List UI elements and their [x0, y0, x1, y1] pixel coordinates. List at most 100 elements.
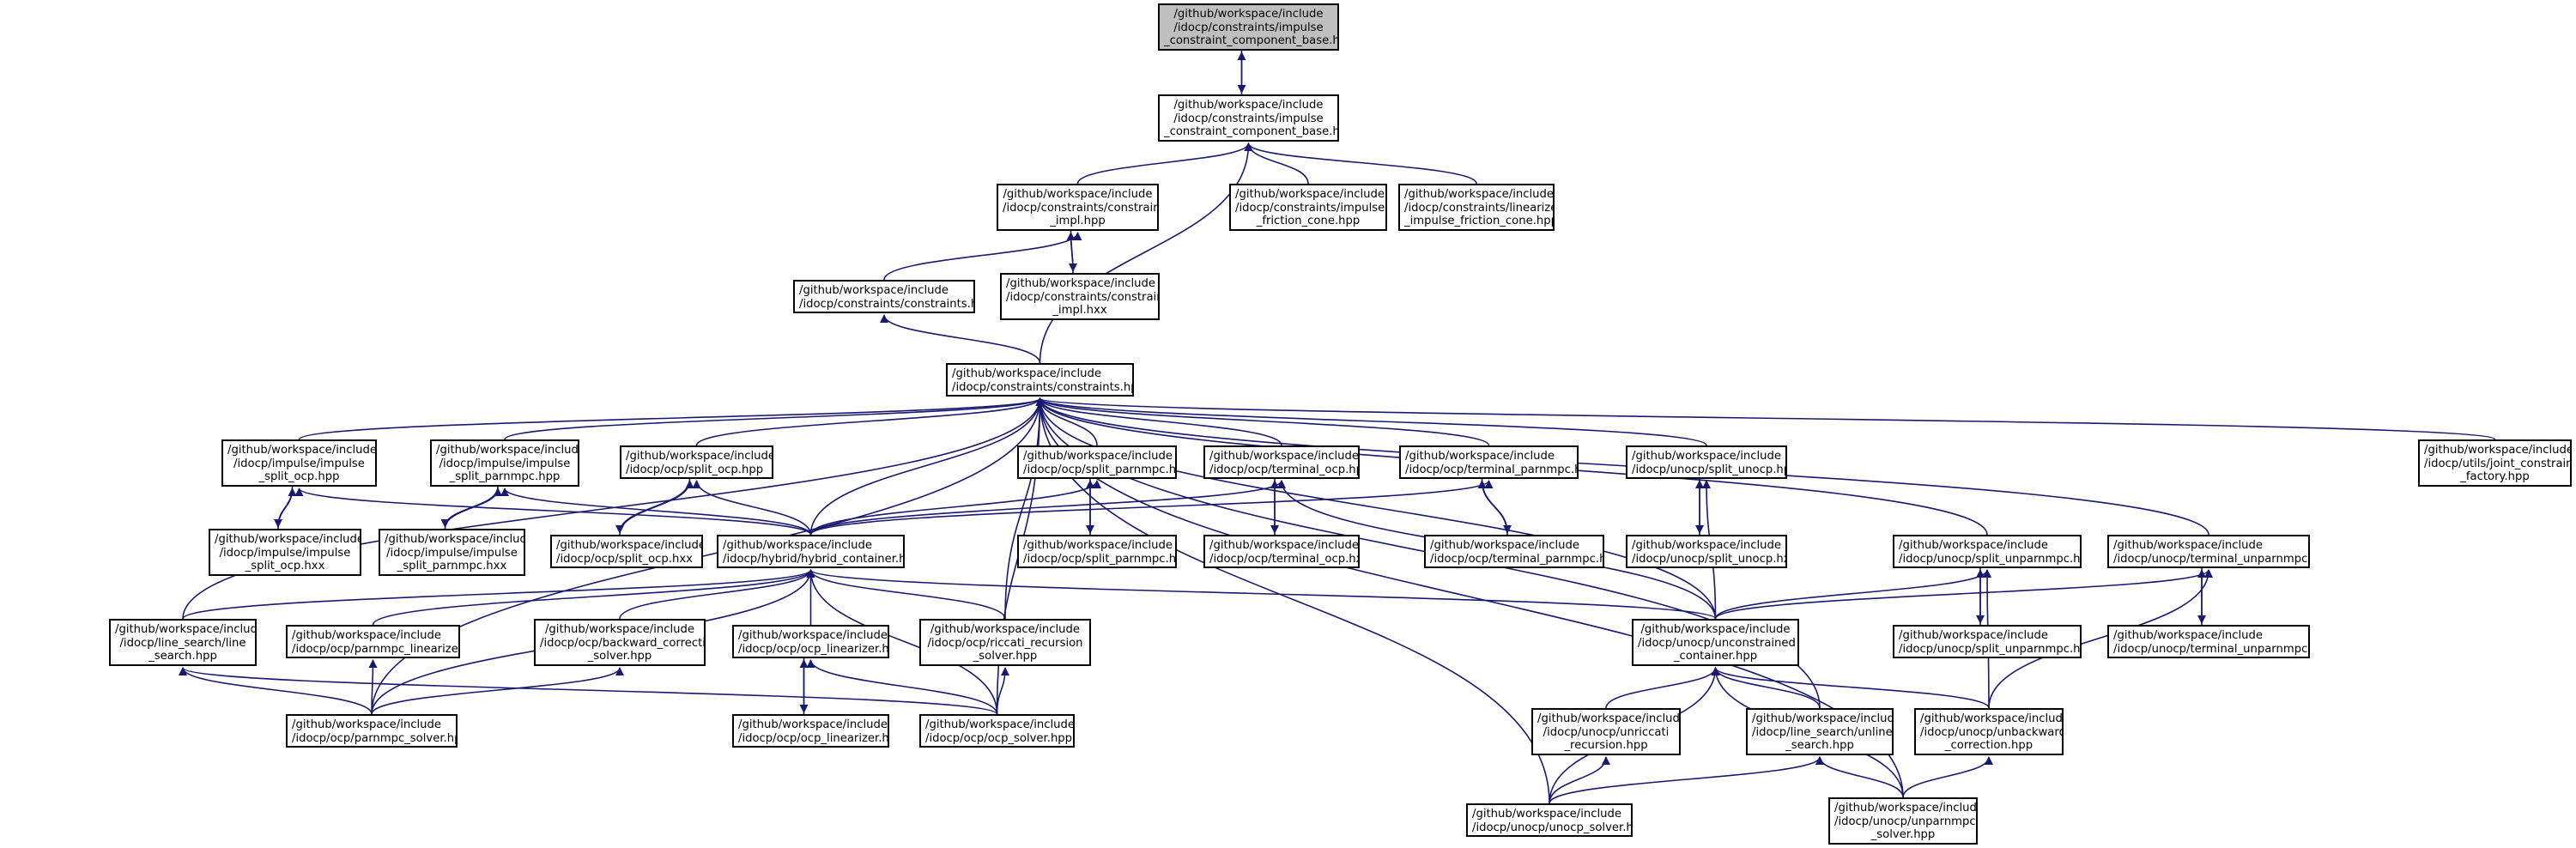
- file-path-line: /github/workspace/include: [738, 629, 888, 642]
- file-path-line: /github/workspace/include: [1899, 539, 2049, 552]
- dependency-edge-n8-to-n2: [1039, 142, 1253, 364]
- file-node-n14[interactable]: /github/workspace/include/idocp/ocp/term…: [1399, 445, 1579, 479]
- dependency-edge-n35-to-n29: [179, 667, 373, 715]
- file-path-line: /github/workspace/include: [1405, 450, 1555, 463]
- file-node-n30[interactable]: /github/workspace/include/idocp/ocp/parn…: [286, 625, 460, 658]
- file-node-n15[interactable]: /github/workspace/include/idocp/unocp/sp…: [1626, 445, 1787, 479]
- file-node-n36[interactable]: /github/workspace/include/idocp/ocp/ocp_…: [732, 714, 889, 748]
- file-node-n11[interactable]: /github/workspace/include/idocp/ocp/spli…: [620, 445, 773, 479]
- file-node-n17[interactable]: /github/workspace/include/idocp/impulse/…: [209, 529, 361, 576]
- dependency-edge-n3-to-n2: [1076, 142, 1253, 185]
- file-node-n26[interactable]: /github/workspace/include/idocp/unocp/te…: [2107, 535, 2310, 568]
- file-node-n38[interactable]: /github/workspace/include/idocp/unocp/un…: [1531, 708, 1681, 755]
- file-path-line: _solver.hpp: [973, 650, 1038, 663]
- file-node-n9[interactable]: /github/workspace/include/idocp/impulse/…: [221, 439, 377, 487]
- file-node-n18[interactable]: /github/workspace/include/idocp/impulse/…: [379, 529, 525, 576]
- file-path-line: /idocp/ocp/backward_correction: [540, 636, 706, 650]
- file-node-n4[interactable]: /github/workspace/include/idocp/constrai…: [1229, 184, 1387, 231]
- file-node-n39[interactable]: /github/workspace/include/idocp/line_sea…: [1746, 708, 1894, 755]
- file-path-line: _impulse_friction_cone.hpp: [1404, 215, 1555, 228]
- file-path-line: /github/workspace/include: [227, 444, 377, 457]
- dependency-edge-n3-to-n7: [1068, 230, 1077, 272]
- file-node-n7[interactable]: /github/workspace/include/idocp/constrai…: [1000, 273, 1160, 320]
- file-node-n42[interactable]: /github/workspace/include/idocp/unocp/un…: [1828, 797, 1978, 845]
- file-path-line: /idocp/unocp/unbackward: [1920, 725, 2064, 739]
- file-path-line: _constraint_component_base.hpp: [1164, 125, 1339, 139]
- file-path-line: /github/workspace/include: [1632, 539, 1782, 552]
- file-path-line: /idocp/line_search/line: [119, 636, 246, 650]
- file-path-line: /github/workspace/include: [626, 450, 773, 463]
- file-path-line: /github/workspace/include: [544, 623, 694, 636]
- file-path-line: /github/workspace/include: [723, 539, 873, 552]
- file-node-n31[interactable]: /github/workspace/include/idocp/ocp/back…: [534, 619, 706, 666]
- dependency-edge-n26-to-n8: [1035, 397, 2209, 536]
- dependency-edge-n19-to-n11: [619, 480, 694, 536]
- file-path-line: /idocp/constraints/constraints: [1003, 201, 1159, 215]
- file-path-line: /idocp/unocp/unriccati: [1543, 725, 1670, 739]
- dependency-edge-n37-to-n32: [806, 659, 998, 715]
- dependency-edge-n35-to-n31: [371, 667, 624, 715]
- dependency-edge-n11-to-n19: [615, 478, 691, 534]
- file-path-line: /github/workspace/include: [1632, 450, 1782, 463]
- file-node-n21[interactable]: /github/workspace/include/idocp/ocp/spli…: [1017, 535, 1177, 568]
- file-path-line: /github/workspace/include: [952, 367, 1102, 380]
- dependency-edge-n20-to-n12: [809, 480, 1101, 536]
- file-path-line: _container.hpp: [1673, 650, 1758, 663]
- file-path-line: /idocp/ocp/ocp_solver.hpp: [925, 731, 1073, 745]
- file-path-line: _impl.hpp: [1050, 215, 1106, 228]
- dependency-edge-n5-to-n2: [1244, 142, 1477, 185]
- file-path-line: _search.hpp: [1785, 739, 1854, 753]
- file-path-line: /github/workspace/include: [292, 629, 442, 642]
- file-path-line: _split_parnmpc.hpp: [449, 470, 561, 484]
- file-node-n37[interactable]: /github/workspace/include/idocp/ocp/ocp_…: [919, 714, 1075, 748]
- file-node-n41[interactable]: /github/workspace/include/idocp/unocp/un…: [1466, 803, 1633, 837]
- dependency-edge-n10-to-n8: [504, 397, 1045, 440]
- file-node-n5[interactable]: /github/workspace/include/idocp/constrai…: [1398, 184, 1555, 231]
- file-node-n32[interactable]: /github/workspace/include/idocp/ocp/ocp_…: [732, 625, 889, 658]
- file-node-n40[interactable]: /github/workspace/include/idocp/unocp/un…: [1914, 708, 2064, 755]
- file-path-line: /github/workspace/include: [2424, 444, 2572, 457]
- dependency-edge-n34-to-n20: [806, 569, 1717, 620]
- file-node-n25[interactable]: /github/workspace/include/idocp/unocp/sp…: [1893, 535, 2082, 568]
- file-path-line: _correction.hpp: [1944, 739, 2034, 753]
- file-path-line: /idocp/unocp/split_unparnmpc.hxx: [1899, 642, 2082, 656]
- file-node-n35[interactable]: /github/workspace/include/idocp/ocp/parn…: [286, 714, 458, 748]
- file-path-line: _impl.hxx: [1052, 304, 1107, 318]
- file-node-n13[interactable]: /github/workspace/include/idocp/ocp/term…: [1203, 445, 1360, 479]
- file-path-line: /github/workspace/include: [215, 533, 361, 546]
- file-path-line: /idocp/ocp/riccati_recursion: [927, 636, 1083, 650]
- file-path-line: /idocp/impulse/impulse: [233, 457, 365, 470]
- file-node-n12[interactable]: /github/workspace/include/idocp/ocp/spli…: [1017, 445, 1177, 479]
- file-node-n28[interactable]: /github/workspace/include/idocp/unocp/te…: [2107, 625, 2310, 658]
- dependency-edge-n14-to-n8: [1035, 397, 1490, 446]
- file-node-n24[interactable]: /github/workspace/include/idocp/unocp/sp…: [1626, 535, 1787, 568]
- file-node-n16[interactable]: /github/workspace/include/idocp/utils/jo…: [2418, 439, 2572, 487]
- file-node-n33[interactable]: /github/workspace/include/idocp/ocp/ricc…: [919, 619, 1091, 666]
- file-node-n20[interactable]: /github/workspace/include/idocp/hybrid/h…: [717, 535, 905, 568]
- file-path-line: /github/workspace/include: [385, 533, 525, 546]
- file-node-n19[interactable]: /github/workspace/include/idocp/ocp/spli…: [550, 535, 703, 568]
- file-node-n27[interactable]: /github/workspace/include/idocp/unocp/sp…: [1893, 625, 2082, 658]
- file-node-n34[interactable]: /github/workspace/include/idocp/unocp/un…: [1632, 619, 1799, 666]
- dependency-edge-n16-to-n8: [1036, 397, 2496, 440]
- file-path-line: /idocp/ocp/terminal_ocp.hxx: [1209, 552, 1360, 566]
- file-node-n22[interactable]: /github/workspace/include/idocp/ocp/term…: [1203, 535, 1360, 568]
- file-node-n23[interactable]: /github/workspace/include/idocp/ocp/term…: [1424, 535, 1604, 568]
- dependency-edge-n40-to-n26: [1988, 569, 2213, 709]
- file-node-n8[interactable]: /github/workspace/include/idocp/constrai…: [946, 363, 1134, 397]
- file-node-n3[interactable]: /github/workspace/include/idocp/constrai…: [997, 184, 1159, 231]
- file-node-n29[interactable]: /github/workspace/include/idocp/line_sea…: [109, 619, 257, 666]
- file-path-line: /idocp/impulse/impulse: [386, 546, 518, 560]
- file-node-n10[interactable]: /github/workspace/include/idocp/impulse/…: [430, 439, 579, 487]
- dependency-edge-n30-to-n20: [372, 569, 815, 626]
- file-path-line: /idocp/hybrid/hybrid_container.hpp: [723, 552, 905, 566]
- file-node-n6[interactable]: /github/workspace/include/idocp/constrai…: [793, 280, 975, 313]
- file-path-line: /github/workspace/include: [1752, 712, 1894, 725]
- file-path-line: /github/workspace/include: [1430, 539, 1580, 552]
- file-node-n1-current[interactable]: /github/workspace/include/idocp/constrai…: [1158, 3, 1339, 51]
- file-path-line: _constraint_component_base.hxx: [1164, 34, 1339, 48]
- file-node-n2[interactable]: /github/workspace/include/idocp/constrai…: [1158, 94, 1339, 142]
- file-path-line: _solver.hpp: [587, 650, 652, 663]
- dependency-edge-n41-to-n38: [1549, 756, 1610, 804]
- dependency-edge-n35-to-n30: [368, 659, 378, 715]
